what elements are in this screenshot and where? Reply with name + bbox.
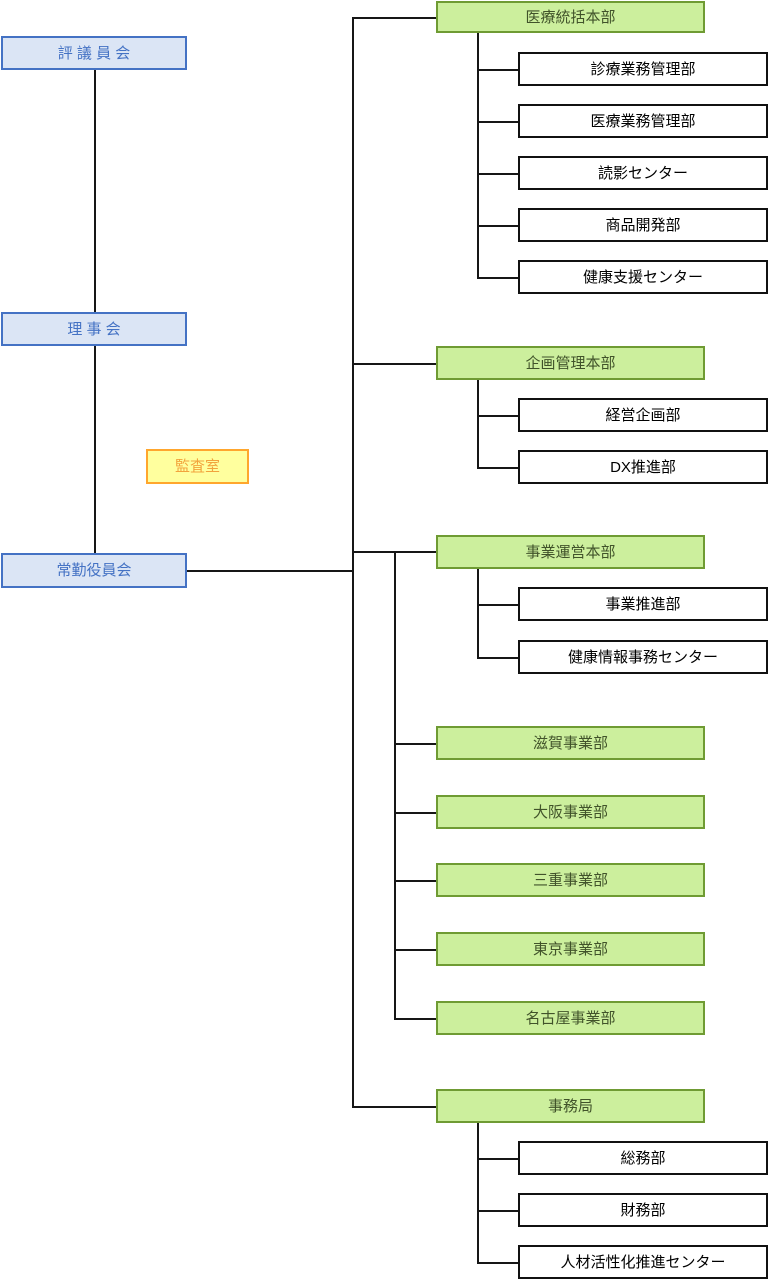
jinzai-kasseika-suishin-center-label: 人材活性化推進センター	[560, 1253, 726, 1271]
connector-line	[394, 812, 436, 814]
dx-suishin-bu-box: DX推進部	[518, 450, 768, 484]
connector-line	[477, 1262, 518, 1264]
jigyo-suishin-bu-label: 事業推進部	[605, 595, 681, 613]
jinzai-kasseika-suishin-center-box: 人材活性化推進センター	[518, 1245, 768, 1279]
shiga-jigyobu-label: 滋賀事業部	[532, 734, 608, 752]
connector-line	[477, 569, 479, 657]
connector-line	[477, 415, 518, 417]
osaka-jigyobu-box: 大阪事業部	[436, 795, 705, 829]
keiei-kikaku-bu-label: 経営企画部	[605, 406, 681, 424]
iryo-tokatsu-honbu-label: 医療統括本部	[525, 8, 616, 26]
nagoya-jigyobu-label: 名古屋事業部	[525, 1009, 616, 1027]
kikaku-kanri-honbu-box: 企画管理本部	[436, 346, 705, 380]
hyogiinkai-box: 評 議 員 会	[1, 36, 187, 70]
rijikai-label: 理 事 会	[67, 320, 121, 338]
connector-line	[477, 121, 518, 123]
connector-line	[477, 1123, 479, 1262]
mie-jigyobu-box: 三重事業部	[436, 863, 705, 897]
connector-line	[94, 346, 96, 553]
iryo-gyomu-kanri-bu-label: 医療業務管理部	[590, 112, 696, 130]
connector-line	[352, 1106, 436, 1108]
jokin-yakuinkai-box: 常勤役員会	[1, 553, 187, 588]
shohin-kaihatsu-bu-box: 商品開発部	[518, 208, 768, 242]
connector-line	[394, 880, 436, 882]
dokuei-center-box: 読影センター	[518, 156, 768, 190]
kikaku-kanri-honbu-label: 企画管理本部	[525, 354, 616, 372]
connector-line	[477, 657, 518, 659]
kenko-joho-jimu-center-box: 健康情報事務センター	[518, 640, 768, 674]
osaka-jigyobu-label: 大阪事業部	[532, 803, 608, 821]
somu-bu-label: 総務部	[620, 1149, 666, 1167]
connector-line	[352, 17, 354, 1106]
connector-line	[477, 33, 479, 277]
kenko-joho-jimu-center-label: 健康情報事務センター	[567, 648, 718, 666]
shohin-kaihatsu-bu-label: 商品開発部	[605, 216, 681, 234]
shinryo-gyomu-kanri-bu-label: 診療業務管理部	[590, 60, 696, 78]
rijikai-box: 理 事 会	[1, 312, 187, 346]
nagoya-jigyobu-box: 名古屋事業部	[436, 1001, 705, 1035]
jimukyoku-label: 事務局	[547, 1097, 593, 1115]
connector-line	[477, 225, 518, 227]
connector-line	[477, 173, 518, 175]
jigyo-unei-honbu-box: 事業運営本部	[436, 535, 705, 569]
connector-line	[394, 1018, 436, 1020]
connector-line	[352, 17, 436, 19]
zaimu-bu-label: 財務部	[620, 1201, 666, 1219]
kansashitsu-box: 監査室	[146, 449, 249, 484]
dokuei-center-label: 読影センター	[597, 164, 688, 182]
tokyo-jigyobu-box: 東京事業部	[436, 932, 705, 966]
connector-line	[477, 277, 518, 279]
jokin-yakuinkai-label: 常勤役員会	[56, 562, 132, 579]
dx-suishin-bu-label: DX推進部	[610, 458, 676, 476]
connector-line	[352, 363, 436, 365]
kenko-shien-center-label: 健康支援センター	[582, 268, 703, 286]
iryo-tokatsu-honbu-box: 医療統括本部	[436, 1, 705, 33]
hyogiinkai-label: 評 議 員 会	[57, 44, 131, 62]
kenko-shien-center-box: 健康支援センター	[518, 260, 768, 294]
jigyo-unei-honbu-label: 事業運営本部	[525, 543, 616, 561]
connector-line	[394, 551, 396, 1018]
connector-line	[394, 743, 436, 745]
connector-line	[477, 1210, 518, 1212]
connector-line	[94, 70, 96, 312]
jimukyoku-box: 事務局	[436, 1089, 705, 1123]
connector-line	[187, 570, 353, 572]
connector-line	[477, 69, 518, 71]
shinryo-gyomu-kanri-bu-box: 診療業務管理部	[518, 52, 768, 86]
connector-line	[477, 380, 479, 467]
jigyo-suishin-bu-box: 事業推進部	[518, 587, 768, 621]
connector-line	[394, 949, 436, 951]
connector-line	[477, 1158, 518, 1160]
iryo-gyomu-kanri-bu-box: 医療業務管理部	[518, 104, 768, 138]
connector-line	[477, 604, 518, 606]
connector-line	[477, 467, 518, 469]
keiei-kikaku-bu-box: 経営企画部	[518, 398, 768, 432]
zaimu-bu-box: 財務部	[518, 1193, 768, 1227]
tokyo-jigyobu-label: 東京事業部	[532, 940, 608, 958]
shiga-jigyobu-box: 滋賀事業部	[436, 726, 705, 760]
mie-jigyobu-label: 三重事業部	[532, 871, 608, 889]
kansashitsu-label: 監査室	[174, 458, 220, 475]
somu-bu-box: 総務部	[518, 1141, 768, 1175]
